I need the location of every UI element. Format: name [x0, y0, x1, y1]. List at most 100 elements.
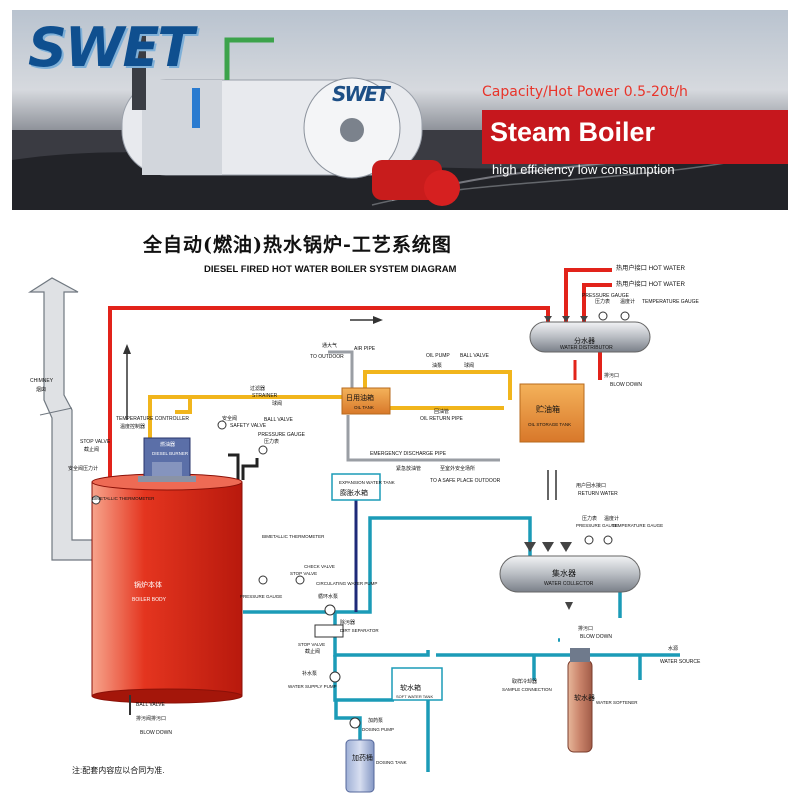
label-temperature-gauge: TEMPERATURE GAUGE: [642, 299, 700, 305]
label-return-water-zh: 用户回水接口: [576, 482, 606, 489]
soft-water-tank: [391, 667, 443, 701]
label-ball-valve: BALL VALVE: [460, 353, 489, 359]
label-water-source: WATER SOURCE: [660, 659, 701, 665]
label-pressure-gauge-mid-zh: 压力表: [264, 438, 279, 445]
flow-arrow-head: [123, 344, 131, 354]
label-oil-pump-zh: 油泵: [432, 362, 442, 369]
label-softener-zh: 软水器: [574, 693, 595, 702]
label-safe-place: TO A SAFE PLACE OUTDOOR: [430, 478, 501, 484]
label-pressure-gauge-mid: PRESSURE GAUGE: [258, 432, 306, 438]
label-oil-storage-zh: 贮油箱: [536, 404, 560, 414]
diagram-note: 注:配套内容应以合同为准.: [72, 765, 164, 775]
label-sample-zh: 取样冷却器: [512, 678, 537, 685]
label-bimetal-1: BIMETALLIC THERMOMETER: [92, 496, 155, 501]
water-collector-tank: [499, 555, 641, 593]
label-sample: SAMPLE CONNECTION: [502, 687, 552, 692]
label-safety-valve: SAFETY VALVE: [230, 423, 267, 429]
diagram-title-zh: 全自动(燃油)热水锅炉-工艺系统图: [143, 234, 452, 256]
label-blowdown-2: BLOW DOWN: [580, 634, 612, 640]
banner-title-box: [482, 110, 788, 164]
label-stop-valve-3-zh: 截止阀: [305, 648, 320, 655]
label-soft-tank-zh: 软水箱: [400, 683, 421, 692]
label-distributor: WATER DISTRIBUTOR: [560, 345, 613, 351]
banner-logo: SWET: [28, 16, 194, 79]
boiler-body: [91, 473, 243, 704]
label-boiler-body: BOILER BODY: [132, 597, 167, 603]
label-temp-controller: TEMPERATURE CONTROLLER: [116, 416, 189, 422]
banner-title: Steam Boiler: [490, 117, 656, 147]
label-oil-tank: OIL TANK: [354, 405, 374, 410]
label-thermometer-right-zh: 温度计: [604, 515, 619, 522]
label-return-water: RETURN WATER: [578, 491, 618, 497]
label-stop-valve-zh: 截止阀: [84, 446, 99, 453]
label-stop-valve: STOP VALVE: [80, 439, 111, 445]
label-burner: DIESEL BURNER: [152, 451, 189, 456]
label-ball-valve-2: BALL VALVE: [264, 417, 293, 423]
label-air-pipe: AIR PIPE: [354, 346, 376, 352]
banner-subtitle: high efficiency low consumption: [492, 162, 675, 177]
label-circ-pump: CIRCULATING WATER PUMP: [316, 581, 377, 586]
banner: SWET SWET Capacity/Hot Power 0.5-20t/h S…: [12, 10, 788, 210]
label-safety-valve-zh: 安全阀: [222, 415, 237, 422]
flow-arrow-right-head: [373, 316, 383, 324]
label-blowdown-zh-2: 排污口: [578, 625, 593, 632]
label-pressure-gauge-right: PRESSURE GAUGE: [576, 523, 618, 528]
label-pressure-gauge-top-zh: 压力表: [595, 298, 610, 305]
label-dosing-tank-zh: 加药桶: [352, 753, 373, 762]
return-arrows: [547, 470, 557, 500]
label-pressure-gauge-right-zh: 压力表: [582, 515, 597, 522]
expansion-water-tank: [331, 473, 381, 501]
label-softener: WATER SOFTENER: [596, 700, 638, 705]
label-strainer-zh: 过滤器: [250, 385, 265, 392]
label-stop-valve-2: STOP VALVE: [290, 571, 317, 576]
label-oil-return: OIL RETURN PIPE: [420, 416, 464, 422]
label-blowdown-3: BLOW DOWN: [140, 730, 172, 736]
label-dirt-separator-zh: 除污器: [340, 619, 355, 626]
label-temperature-gauge-right: TEMPERATURE GAUGE: [612, 523, 663, 528]
label-blowdown-zh-3: 排污阀排污口: [136, 715, 166, 722]
label-left-safety-zh: 安全阀压力计: [68, 465, 98, 472]
label-expansion-tank-zh: 膨胀水箱: [340, 488, 368, 497]
label-expansion-tank: EXPANSION WATER TANK: [339, 480, 395, 485]
day-oil-tank: [341, 387, 391, 415]
label-chimney-zh: 烟囱: [36, 386, 46, 393]
label-oil-pump: OIL PUMP: [426, 353, 450, 359]
label-collector-zh: 集水器: [552, 568, 576, 578]
hot-water-pipes: [108, 268, 612, 480]
label-dosing-pump-zh: 加药泵: [368, 717, 383, 724]
gauge-pipe: [241, 458, 259, 480]
label-safe-place-zh: 至室外安全场所: [440, 465, 475, 472]
diesel-burner: [138, 437, 196, 482]
label-boiler-body-zh: 锅炉本体: [134, 580, 162, 589]
label-chimney: CHIMNEY: [30, 378, 54, 384]
label-check-valve: CHECK VALVE: [304, 564, 335, 569]
label-circ-pump-zh: 循环水泵: [318, 593, 338, 600]
dosing-tank: [345, 739, 375, 793]
label-air-pipe-zh: 通大气: [322, 342, 337, 349]
label-collector: WATER COLLECTOR: [544, 581, 594, 587]
label-emergency: EMERGENCY DISCHARGE PIPE: [370, 451, 447, 457]
water-distributor-tank: [529, 321, 651, 353]
label-strainer: STRAINER: [252, 393, 278, 399]
pump-icons: [91, 420, 361, 729]
label-stop-valve-3: STOP VALVE: [298, 642, 325, 647]
label-supply-pump-zh: 补水泵: [302, 670, 317, 677]
label-water-source-zh: 水源: [668, 645, 678, 652]
label-hot-water-2: 热用户接口 HOT WATER: [616, 280, 686, 288]
label-dirt-separator: DIRT SEPARATOR: [340, 628, 379, 633]
label-burner-zh: 燃油器: [160, 441, 175, 448]
label-pressure-gauge-left: PRESSURE GAUGE: [240, 594, 282, 599]
label-pressure-gauge-top: PRESSURE GAUGE: [582, 293, 630, 299]
label-blowdown-1: BLOW DOWN: [610, 382, 642, 388]
diagram-title-en: DIESEL FIRED HOT WATER BOILER SYSTEM DIA…: [204, 264, 457, 275]
oil-storage-tank: [519, 383, 585, 443]
label-hot-water-1: 热用户接口 HOT WATER: [616, 264, 686, 272]
label-soft-tank: SOFT WATER TANK: [396, 694, 433, 699]
label-oil-tank-zh: 日用油箱: [346, 393, 374, 402]
label-oil-return-zh: 回油管: [434, 408, 449, 415]
label-dosing-pump: DOSING PUMP: [362, 727, 394, 732]
grey-pipes: [328, 350, 500, 462]
label-ball-valve-zh: 球阀: [464, 362, 474, 369]
boiler-logo: SWET: [332, 82, 390, 106]
